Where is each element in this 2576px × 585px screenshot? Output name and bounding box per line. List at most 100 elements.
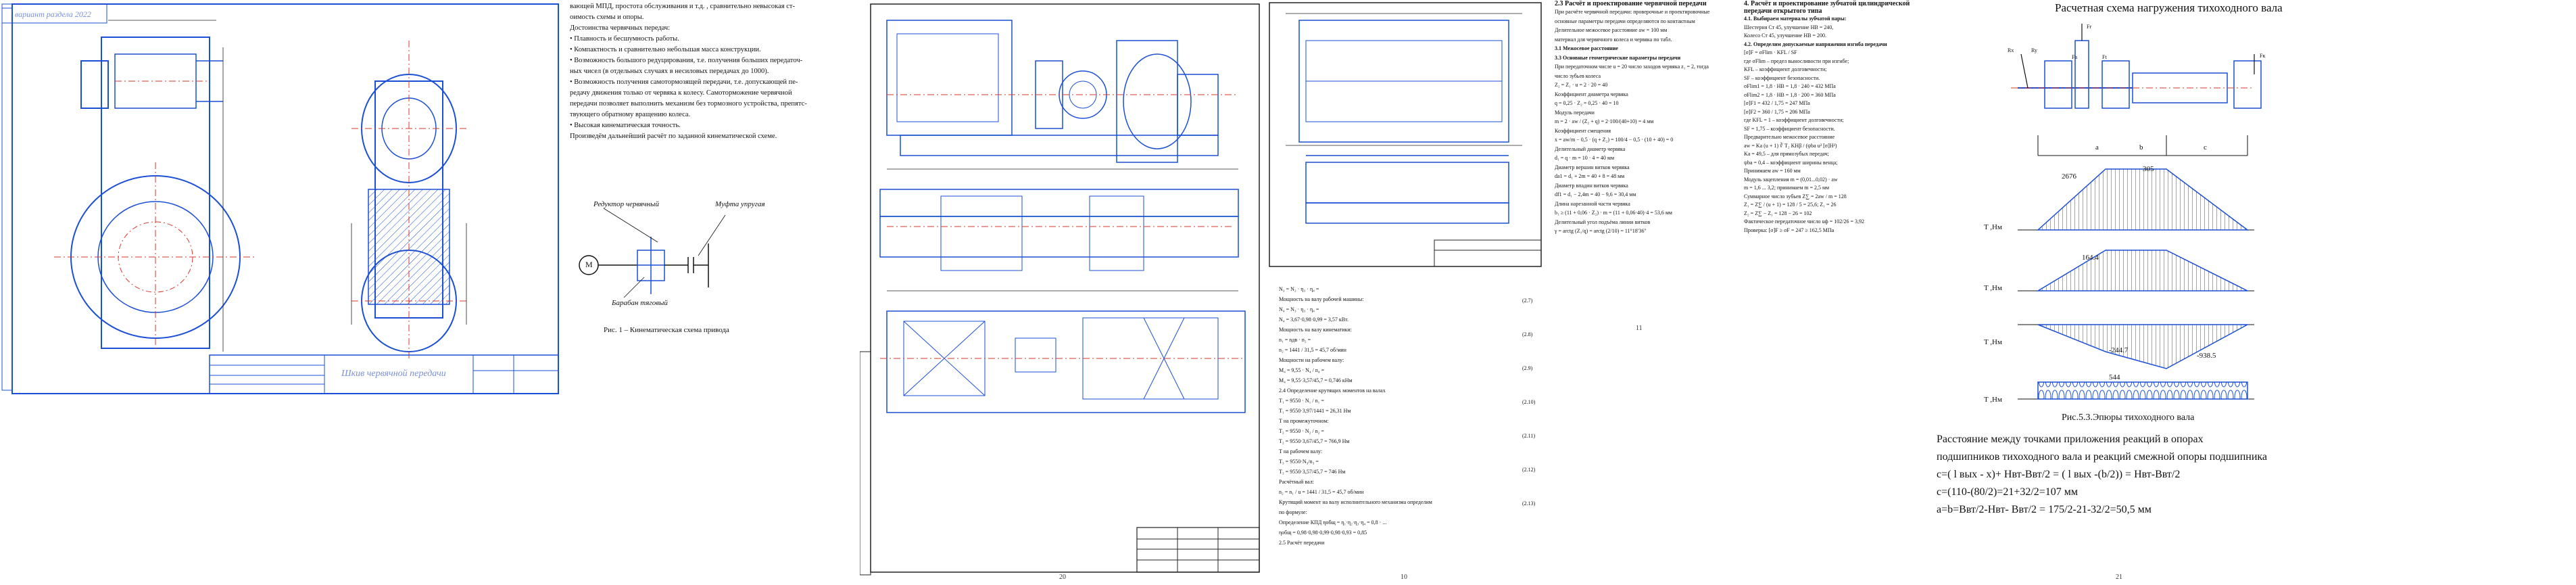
text-line: твующего обратному вращению колеса. [570,111,691,118]
force-label: Fa [2072,54,2077,60]
text-body: вающей МПД, простота обслуживания и т.д.… [570,1,850,142]
calc-line: Делительный угол подъёма линии витков [1555,218,1651,225]
body-line: a=b=Bвт/2-Hвт- Bвт/2 = 175/2-21-32/2=50,… [1937,504,2152,515]
calc-line: основные параметры передачи определяются… [1555,18,1695,24]
calc-line: d₁ = q · m = 10 · 4 = 40 мм [1555,155,1614,161]
dim-label-c: c [2204,143,2207,151]
spur-gear-calc-column: 4. Расчёт и проектирование зубчатой цили… [1744,0,1930,235]
formula-line: ηобщ = 0,98·0,98·0,99·0,98·0,93 = 0,85 [1279,530,1367,536]
calc-line: Проверка: [σ]F ≥ σF = 247 ≥ 162,5 МПа [1744,227,1834,233]
eq-number: (2.11) [1522,433,1536,439]
formula-line: T₂ = 9550·3,67/45,7 = 766,9 Нм [1279,438,1350,444]
moment-value: 164.4 [2082,254,2099,262]
section-heading: 4. Расчёт и проектирование зубчатой цили… [1744,0,1910,15]
figure-caption: Рис.5.3.Эпюры тихоходного вала [2062,413,2195,423]
formula-block: N₃ = N₂ · η₃ · η₄ = Мощность на валу раб… [1279,284,1529,548]
calc-line: Диаметр вершин витков червяка [1555,164,1630,170]
calc-line: [σ]F = σFlim · KFL / SF [1744,49,1797,55]
calc-line: Диаметр впадин витков червяка [1555,182,1628,189]
calc-line: При передаточном числе u = 20 число захо… [1555,64,1709,70]
frame-drawing-and-formulas: N₃ = N₂ · η₃ · η₄ = Мощность на валу раб… [1265,0,1546,585]
calc-line: материал для червячного колеса и червяка… [1555,36,1672,43]
formula-line: N₄ = N₃ · η₃ · η₄ = [1279,306,1319,312]
calc-line: ψba = 0,4 – коэффициент ширины венца; [1744,159,1838,166]
calc-line: Коэффициент диаметра червяка [1555,91,1628,97]
page-number: 11 [1636,325,1643,332]
formula-line: Расчётный вал: [1279,479,1314,485]
calc-line: Модуль передачи [1555,109,1595,116]
moment-value: -938.5 [2197,352,2216,360]
eq-number: (2.10) [1522,399,1536,405]
section-heading: 2.3 Расчёт и проектирование червячной пе… [1555,0,1707,7]
calc-line: Шестерня Ст 45, улучшение HB = 240, [1744,24,1834,30]
calc-line: Z₂ = Z∑ − Z₁ = 128 − 26 = 102 [1744,210,1812,216]
calc-line: Колесо Ст 45, улучшение HB = 200. [1744,32,1826,39]
formula-line: Т на промежуточном: [1279,418,1329,424]
formula-line: Мощность на валу рабочей машины: [1279,296,1364,302]
calc-line: SF – коэффициент безопасности. [1744,74,1820,81]
eq-number: (2.7) [1522,298,1533,304]
text-line: ных чисел (в отдельных случаях в несилов… [570,68,769,75]
page-number: 21 [2116,574,2122,581]
axis-label: T ,Нм [1984,284,2002,292]
force-label: Ft [2102,54,2107,60]
calc-line: Делительное межосевое расстояние aw = 10… [1555,27,1668,33]
calc-line: σFlim2 = 1,8 · HB = 1,8 · 200 = 360 МПа [1744,91,1836,98]
drawing-title-stamp: Шкив червячной передачи [341,369,446,379]
calc-line: Суммарное число зубьев Z∑ = 2aw / m = 12… [1744,193,1847,200]
formula-line: n₁ = nдв · n₂ = [1279,337,1311,343]
text-line: • Компактность и сравнительно небольшая … [570,46,761,53]
body-line: c=( l вых - х)+ Hвт-Bвт/2 = ( l вых -(b/… [1937,469,2181,480]
calc-line: число зубьев колеса [1555,72,1601,79]
axis-label: T ,Нм [1984,396,2002,404]
text-line: вающей МПД, простота обслуживания и т.д.… [570,3,795,10]
calc-line: [σ]F1 = 432 / 1,75 = 247 МПа [1744,100,1810,106]
calc-line: Коэффициент смещения [1555,127,1611,134]
eq-number: (2.9) [1522,365,1533,371]
text-line: • Возможность большого редуцирования, т.… [570,57,803,64]
figure-caption: Рис. 1 – Кинематическая схема привода [604,326,729,334]
page-number: 10 [1401,574,1407,581]
calc-line: Z₁ = Z∑ / (u + 1) = 128 / 5 = 25,6; Z₁ =… [1744,202,1837,208]
calc-line: где KFL = 1 – коэффициент долговечности; [1744,117,1844,123]
formula-line: n₂ = 1441 / 31,5 = 45,7 об/мин [1279,347,1346,353]
formula-line: Мощности на рабочем валу: [1279,357,1344,363]
calc-line: aw = Ka (u + 1) ∛ T₂ KHβ / (ψba u² [σ]H²… [1744,142,1837,149]
calc-line: 4.2. Определим допускаемые напряжения из… [1744,41,1887,47]
calculation-pages: 2.3 Расчёт и проектирование червячной пе… [1548,0,1933,585]
formula-line: N₄ = 3,67·0,98·0,99 = 3,57 кВт. [1279,317,1349,323]
calc-line: da1 = d₁ + 2m = 40 + 8 = 48 мм [1555,173,1625,179]
text-line: • Возможность получения самотормозящей п… [570,78,798,86]
calc-line: m = 1,6 ... 3,2; принимаем m = 2,5 мм [1744,185,1830,191]
eq-number: (2.8) [1522,331,1533,337]
formula-line: M₄ = 9,55 · N₄ / n₄ = [1279,367,1325,373]
calc-line: Делительный диаметр червяка [1555,145,1626,152]
diagram-title: Расчетная схема нагружения тихоходного в… [2055,1,2283,14]
calc-line: σFlim1 = 1,8 · HB = 1,8 · 240 = 432 МПа [1744,83,1836,89]
formula-line: 2.5 Расчёт передачи [1279,540,1325,546]
corner-label: вариант раздела 2022 [15,9,91,19]
calc-line: 3.1 Межосевое расстояние [1555,45,1618,51]
kinematic-scheme [579,208,726,298]
text-line: редачу движения только от червяка к коле… [570,89,792,97]
distance-text: Расстояние между точками приложения реак… [1937,431,2576,519]
calc-line: Принимаем aw = 160 мм [1744,168,1801,174]
calc-line: γ = arctg (Z₁/q) = arctg (2/10) = 11°18′… [1555,228,1647,234]
text-line: оимость схемы и опоры. [570,14,644,21]
eq-number: (2.12) [1522,467,1536,473]
drawing-sheet-worm-wheel: Шкив червячной передачи вариант раздела … [0,0,561,399]
formula-line: Определение КПД ηобщ = η₁·η₂·η₃·η₄ = 0,8… [1279,519,1387,525]
formula-line: N₃ = N₂ · η₃ · η₄ = [1279,286,1319,292]
scheme-label-drum: Барабан тяговый [612,299,668,307]
moment-diagrams [2011,24,2262,400]
equation-numbers: (2.7) (2.8) (2.9) (2.10) (2.11) (2.12) (… [1522,298,1545,534]
worm-wheel-drawing [1,3,559,394]
text-line: передачи позволяет выполнить механизм бе… [570,100,807,108]
text-line: Достоинства червячных передач: [570,24,671,32]
body-line: Расстояние между точками приложения реак… [1937,434,2204,445]
formula-line: Крутящий момент на валу исполнительного … [1279,499,1432,505]
calc-line: SF = 1,75 – коэффициент безопасности. [1744,125,1835,132]
force-label: Ry [2031,47,2038,53]
assembly-drawing-sheet: 20 [860,0,1264,585]
force-label: Fr [2087,24,2092,30]
